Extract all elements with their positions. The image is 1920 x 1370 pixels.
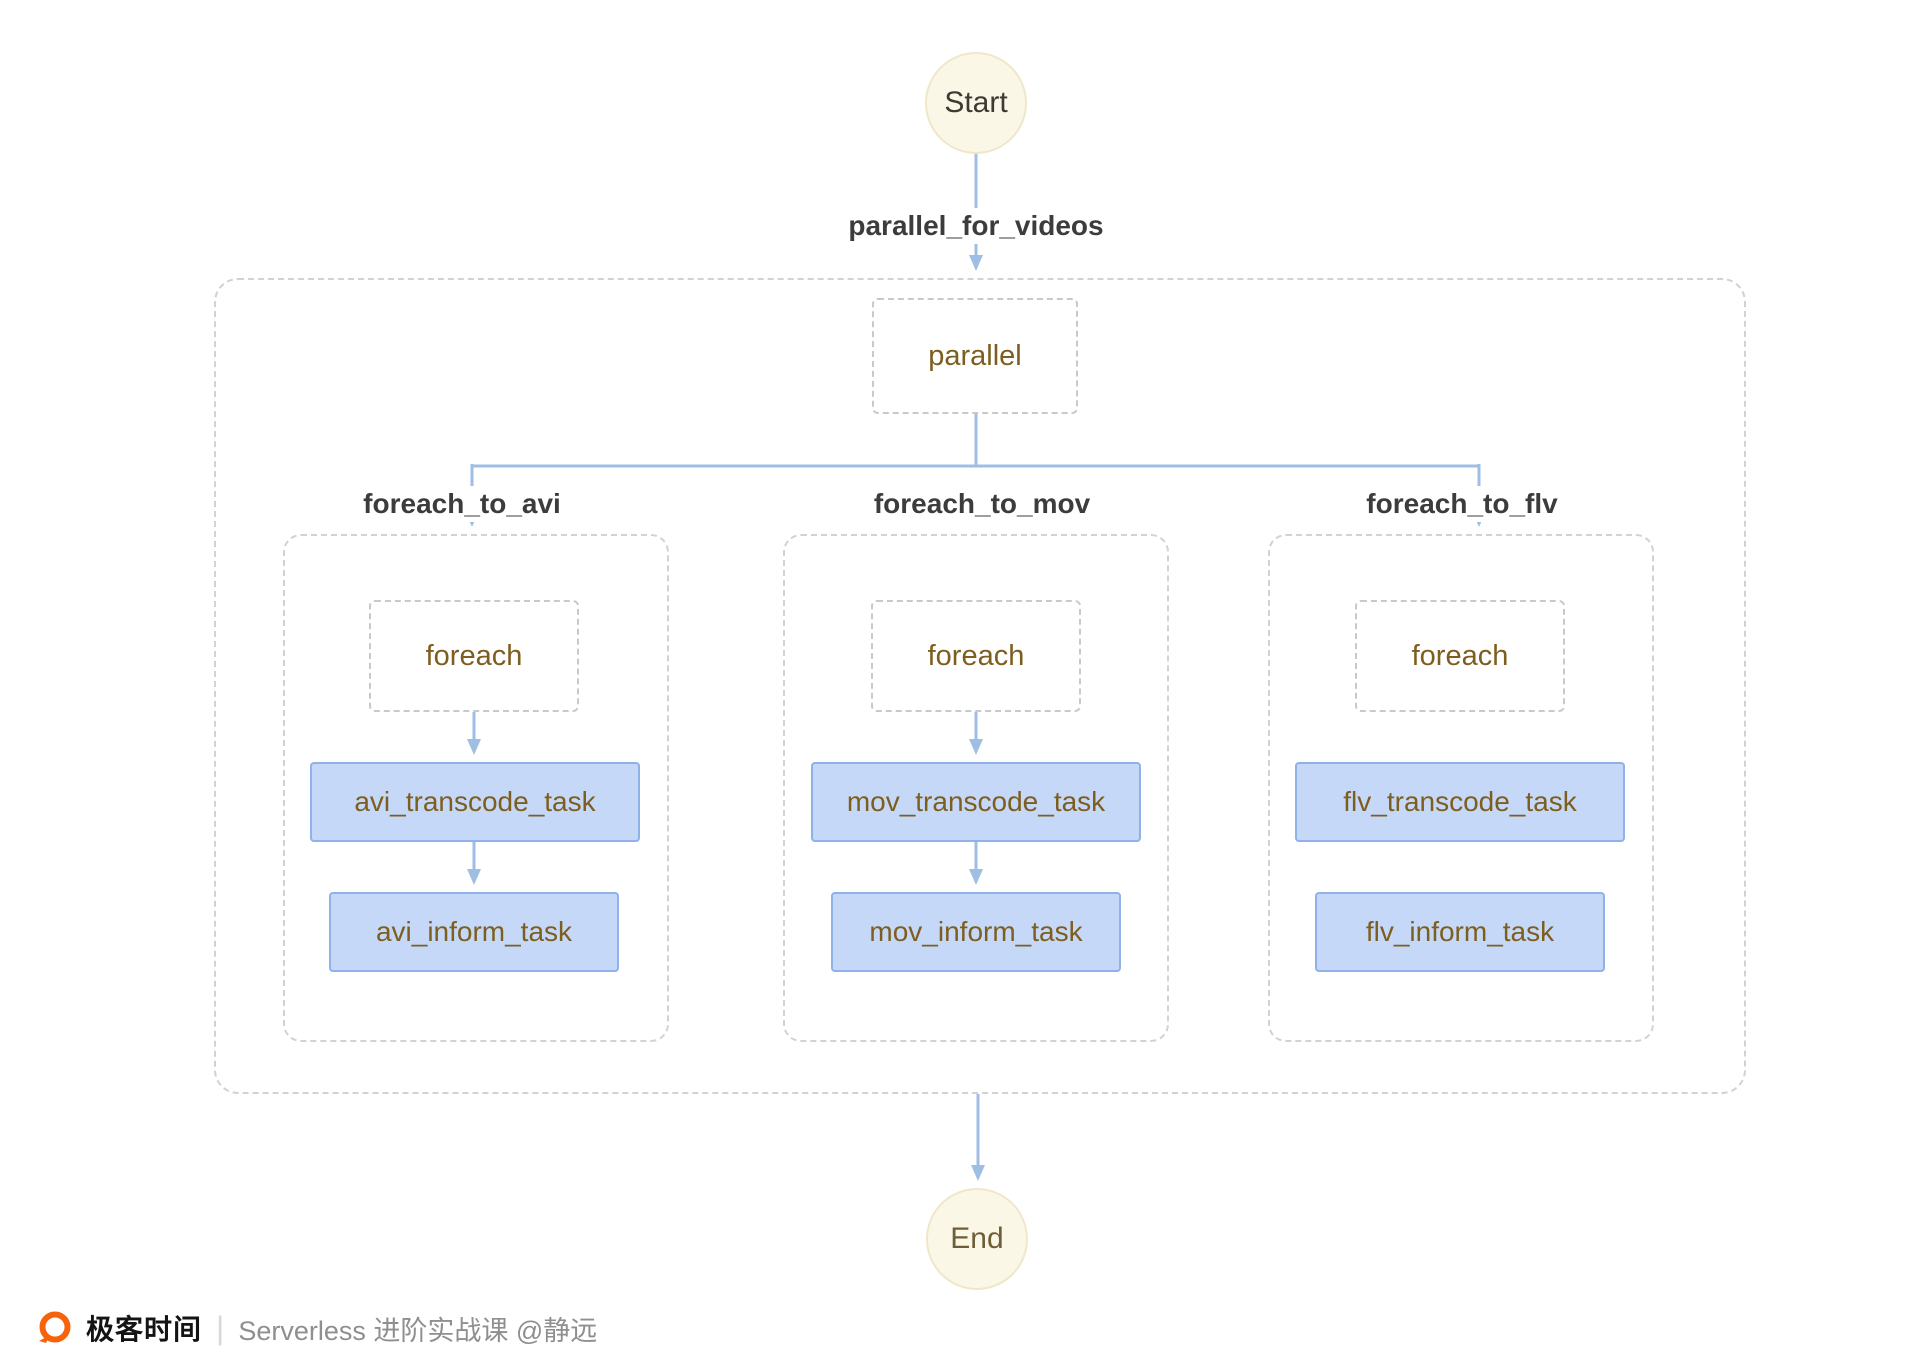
task-mov-inform: mov_inform_task	[831, 892, 1121, 972]
foreach-step-flv: foreach	[1355, 600, 1565, 712]
foreach-step-mov: foreach	[871, 600, 1081, 712]
parallel-step: parallel	[872, 298, 1078, 414]
entry-flow-label: parallel_for_videos	[838, 208, 1114, 244]
branch-container-avi	[283, 534, 669, 1042]
footer-caption: Serverless 进阶实战课 @静远	[238, 1315, 598, 1346]
brand-name: 极客时间	[86, 1314, 203, 1345]
branch-container-flv	[1268, 534, 1654, 1042]
task-flv-transcode: flv_transcode_task	[1295, 762, 1625, 842]
branch-label-flv: foreach_to_flv	[1356, 486, 1568, 522]
task-avi-inform: avi_inform_task	[329, 892, 619, 972]
footer-separator: |	[216, 1310, 225, 1346]
task-mov-transcode: mov_transcode_task	[811, 762, 1141, 842]
branch-container-mov	[783, 534, 1169, 1042]
parallel-group-container	[214, 278, 1746, 1094]
start-node: Start	[925, 52, 1027, 154]
branch-label-mov: foreach_to_mov	[863, 486, 1101, 522]
branch-label-avi: foreach_to_avi	[353, 486, 571, 522]
foreach-step-avi: foreach	[369, 600, 579, 712]
geektime-logo-icon	[39, 1311, 71, 1343]
task-avi-transcode: avi_transcode_task	[310, 762, 640, 842]
task-flv-inform: flv_inform_task	[1315, 892, 1605, 972]
end-node: End	[926, 1188, 1028, 1290]
footer-brand-bar: 极客时间 | Serverless 进阶实战课 @静远	[36, 1308, 597, 1348]
